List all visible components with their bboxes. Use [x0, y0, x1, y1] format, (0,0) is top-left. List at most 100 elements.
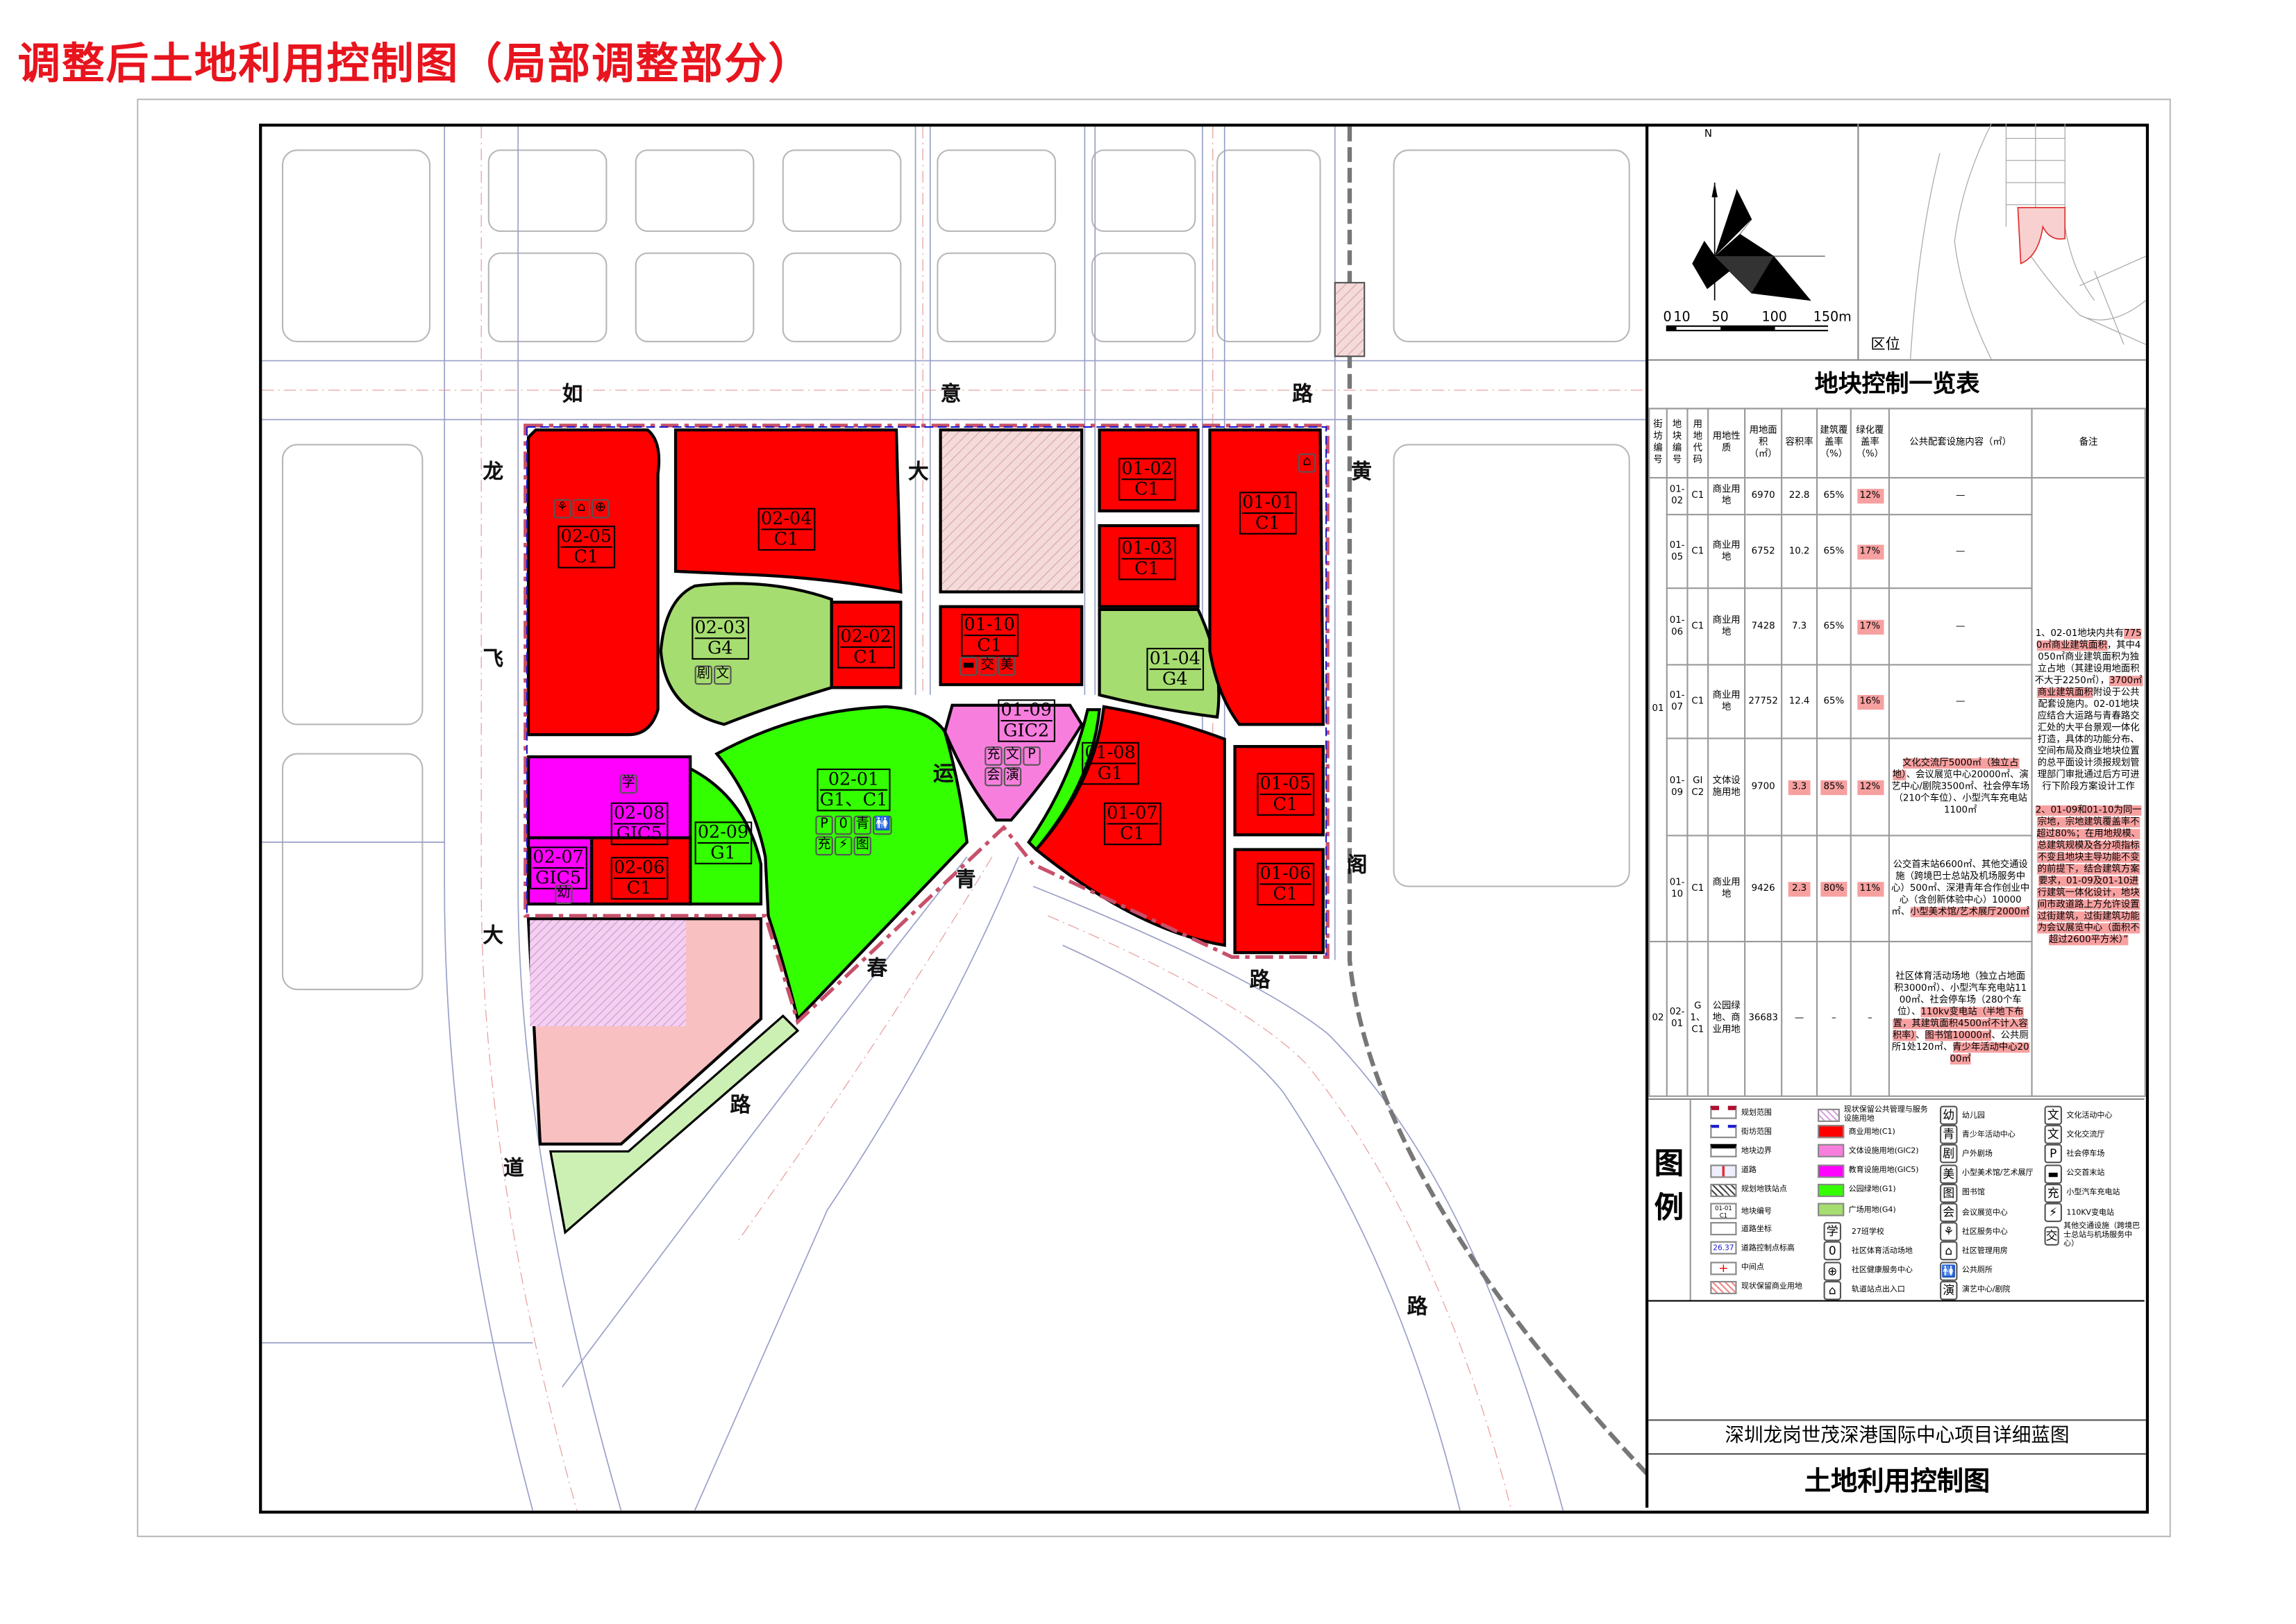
cell-nature: 公园绿地、商业用地: [1707, 941, 1746, 1097]
facility-icons: 剧文: [694, 665, 732, 685]
jiefang-cell: 01: [1648, 477, 1668, 943]
facility-icons: ⌂: [1298, 453, 1316, 473]
road-label-ruyi-2: 意: [940, 383, 962, 407]
text-segment: —: [1956, 490, 1966, 501]
cell-far: 2.3: [1781, 835, 1818, 943]
road-label-huangge-2: 阁: [1346, 853, 1368, 878]
legend-title: 图例: [1654, 1145, 1684, 1225]
legend-label: 公共厕所: [1961, 1266, 1993, 1275]
legend-item: 剧户外剧场: [1940, 1144, 1993, 1164]
cell-block: 01-05: [1666, 514, 1689, 589]
legend-label: 会议展览中心: [1961, 1207, 2008, 1217]
parcel-control-table: 街坊编号 地块编号 用地代码 用地性质 用地面积（㎡） 容积率 建筑覆盖率（%）…: [1648, 408, 2146, 1097]
highlighted-value: 2.3: [1788, 881, 1810, 896]
legend-item: 道路: [1710, 1164, 1757, 1178]
legend-label: 110KV变电站: [2066, 1207, 2115, 1217]
legend-item: 现状保留商业用地: [1710, 1280, 1802, 1294]
side-panel: N 0 10 50 100 150m 区位 地块控制一览表 街坊编号 地块编号: [1645, 123, 2147, 1508]
cell-far: 22.8: [1781, 477, 1818, 516]
cell-block: 01-10: [1666, 835, 1689, 943]
legend-label: 文体设施用地(GIC2): [1848, 1146, 1919, 1156]
charging-icon: 充: [984, 746, 1003, 766]
legend-label: 公交首末站: [2066, 1169, 2105, 1178]
kindergarten-icon: 幼: [555, 885, 573, 905]
parcel-reserved-public: [939, 428, 1084, 594]
facility-icons: ⚘⌂⊕: [553, 499, 610, 519]
facility-icons: 幼: [555, 885, 573, 905]
parcel-02-09: [689, 766, 763, 906]
bus-terminal-icon: ▬: [960, 656, 978, 676]
jiefang-cell: 02: [1648, 941, 1668, 1097]
legend-item: 充小型汽车充电站: [2044, 1183, 2142, 1203]
legend-label: 规划地铁站点: [1741, 1185, 1787, 1195]
col-header: 用地面积（㎡）: [1744, 408, 1783, 479]
cell-green: 17%: [1850, 587, 1890, 666]
legend-label: 公园绿地(G1): [1848, 1185, 1896, 1195]
cell-coverage: 65%: [1816, 664, 1852, 739]
legend-label: 小型汽车充电站: [2066, 1188, 2120, 1198]
legend-glyph-icon: ⌂: [1940, 1241, 1958, 1262]
legend-label: 演艺中心/剧院: [1961, 1285, 2011, 1295]
cell-code: C1: [1686, 587, 1709, 666]
col-header: 绿化覆盖率（%）: [1850, 408, 1890, 479]
col-header: 地块编号: [1666, 408, 1689, 479]
north-arrow-wind-rose-icon: [1666, 182, 1828, 332]
legend-glyph-icon: ▬: [2044, 1164, 2062, 1184]
parking-icon: P: [815, 815, 833, 835]
parcel-01-03: [1098, 524, 1200, 608]
cell-coverage: 85%: [1816, 737, 1852, 837]
legend-item: 青青少年活动中心: [1940, 1125, 2016, 1145]
col-header: 街坊编号: [1648, 408, 1668, 479]
legend-swatch: [1818, 1203, 1845, 1216]
legend-glyph-icon: 学: [1823, 1222, 1841, 1242]
cell-coverage: 65%: [1816, 477, 1852, 516]
text-segment: —: [1956, 620, 1966, 631]
cell-area: 9700: [1744, 737, 1783, 837]
compass-scale-box: N 0 10 50 100 150m: [1648, 124, 1859, 360]
block-boundary: [526, 426, 1327, 956]
parcel-02-07: [526, 836, 594, 906]
legend-swatch: [1710, 1125, 1737, 1139]
legend-item: ▬ 公交首末站: [2044, 1164, 2142, 1184]
legend-glyph-icon: ⌂: [1823, 1280, 1841, 1300]
highlighted-value: 11%: [1857, 881, 1884, 896]
legend-item: ⚡110KV变电站: [2044, 1203, 2142, 1223]
legend-swatch: [1818, 1183, 1845, 1197]
legend-swatch: [1818, 1107, 1840, 1121]
legend-item: 文文化交流厅: [2044, 1125, 2142, 1145]
cell-area: 27752: [1744, 664, 1783, 739]
legend-glyph-icon: 图: [1940, 1183, 1958, 1203]
location-map: 区位: [1859, 123, 2147, 360]
legend-item: 图图书馆: [1940, 1183, 1985, 1203]
table-header-row: 街坊编号 地块编号 用地代码 用地性质 用地面积（㎡） 容积率 建筑覆盖率（%）…: [1648, 408, 2146, 479]
scale-0: 0: [1663, 310, 1672, 326]
land-use-map: [262, 126, 1649, 1511]
transport-icon: 交: [978, 656, 997, 676]
cell-coverage: –: [1816, 941, 1852, 1097]
road-label-longfei-1: 龙: [483, 460, 504, 485]
legend-label: 现状保留商业用地: [1741, 1282, 1802, 1292]
legend-label: 小型美术馆/艺术展厅: [1961, 1169, 2034, 1178]
legend-glyph-icon: 文: [2044, 1125, 2062, 1145]
culture-hall-icon: 文: [1003, 746, 1022, 766]
legend-item: 美小型美术馆/艺术展厅: [1940, 1164, 2034, 1184]
legend-label: 社会停车场: [2066, 1149, 2105, 1159]
north-label: N: [1704, 128, 1712, 140]
parcel-01-02: [1098, 428, 1200, 512]
cell-facilities: —: [1888, 477, 2033, 516]
cell-facilities: —: [1888, 514, 2033, 589]
parcel-01-05: [1233, 745, 1325, 837]
parcel-02-01: [714, 705, 969, 1022]
road-label-qingchun-1: 青: [955, 869, 976, 893]
sample-elevation: 26.37: [1710, 1241, 1737, 1255]
